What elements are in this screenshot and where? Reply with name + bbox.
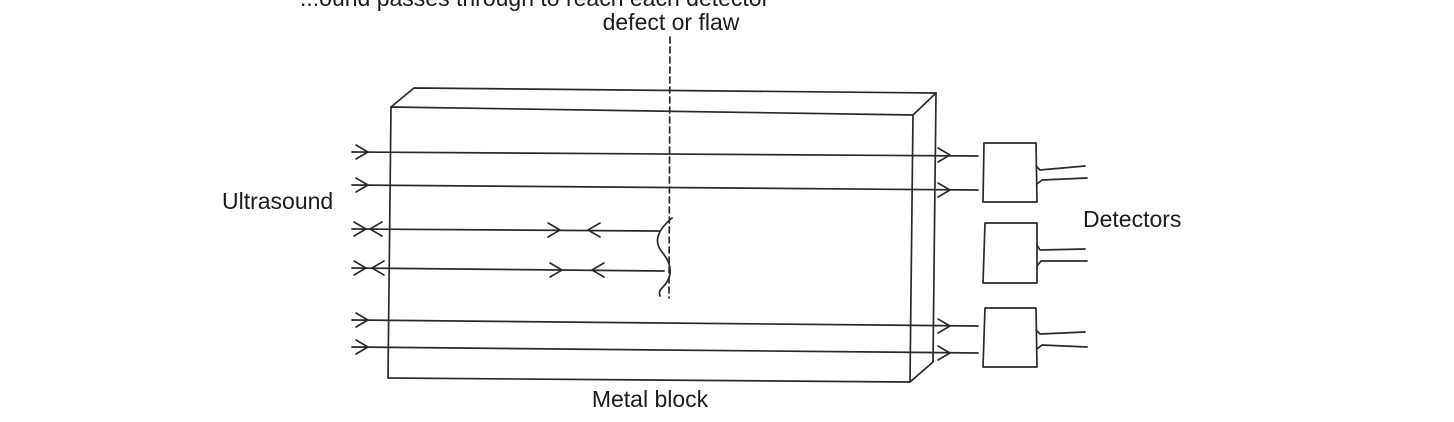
arrowhead-icon bbox=[587, 222, 601, 238]
beam-4-reflected bbox=[351, 260, 665, 278]
detector-middle bbox=[982, 222, 1088, 284]
detector-bottom bbox=[982, 307, 1088, 368]
arrowhead-icon bbox=[937, 147, 951, 163]
metal-block-front-face bbox=[387, 106, 914, 383]
arrowhead-icon bbox=[355, 312, 369, 328]
arrowhead-icon bbox=[369, 221, 383, 237]
beam-3-reflected bbox=[351, 221, 661, 238]
detector-lead bbox=[1035, 329, 1086, 335]
detector-lead bbox=[1035, 165, 1086, 171]
detector-lead bbox=[1036, 344, 1088, 350]
detector-lead bbox=[1036, 177, 1088, 185]
arrowhead-icon bbox=[547, 222, 561, 238]
defect bbox=[656, 36, 673, 299]
arrowhead-icon bbox=[937, 182, 951, 198]
beam-6 bbox=[351, 339, 979, 361]
metal-block bbox=[387, 87, 937, 383]
detectors-label: Detectors bbox=[1083, 206, 1181, 232]
arrowhead-icon bbox=[355, 339, 369, 355]
defect-dashed-line bbox=[668, 36, 671, 299]
detector-lead bbox=[1036, 260, 1088, 267]
metal-block-label: Metal block bbox=[592, 386, 709, 412]
ultrasound-label: Ultrasound bbox=[222, 188, 333, 214]
arrowhead-icon bbox=[353, 260, 367, 276]
arrowhead-icon bbox=[937, 318, 951, 334]
metal-block-side-face bbox=[909, 92, 937, 383]
detector-top bbox=[982, 142, 1088, 203]
arrowhead-icon bbox=[371, 260, 385, 276]
metal-block-top-face bbox=[390, 87, 937, 116]
defect-label: defect or flaw bbox=[603, 9, 740, 35]
arrowhead-icon bbox=[353, 221, 367, 237]
title-fragment: ...ound passes through to reach each det… bbox=[300, 0, 770, 11]
detector-lead bbox=[1036, 244, 1086, 251]
arrowhead-icon bbox=[355, 177, 369, 193]
beam-1 bbox=[351, 144, 979, 163]
arrowhead-icon bbox=[549, 262, 563, 278]
arrowhead-icon bbox=[355, 144, 369, 160]
defect-crack bbox=[656, 217, 673, 297]
beam-5 bbox=[351, 312, 979, 334]
arrowhead-icon bbox=[591, 262, 605, 278]
beam-2 bbox=[351, 177, 979, 198]
arrowhead-icon bbox=[937, 345, 951, 361]
